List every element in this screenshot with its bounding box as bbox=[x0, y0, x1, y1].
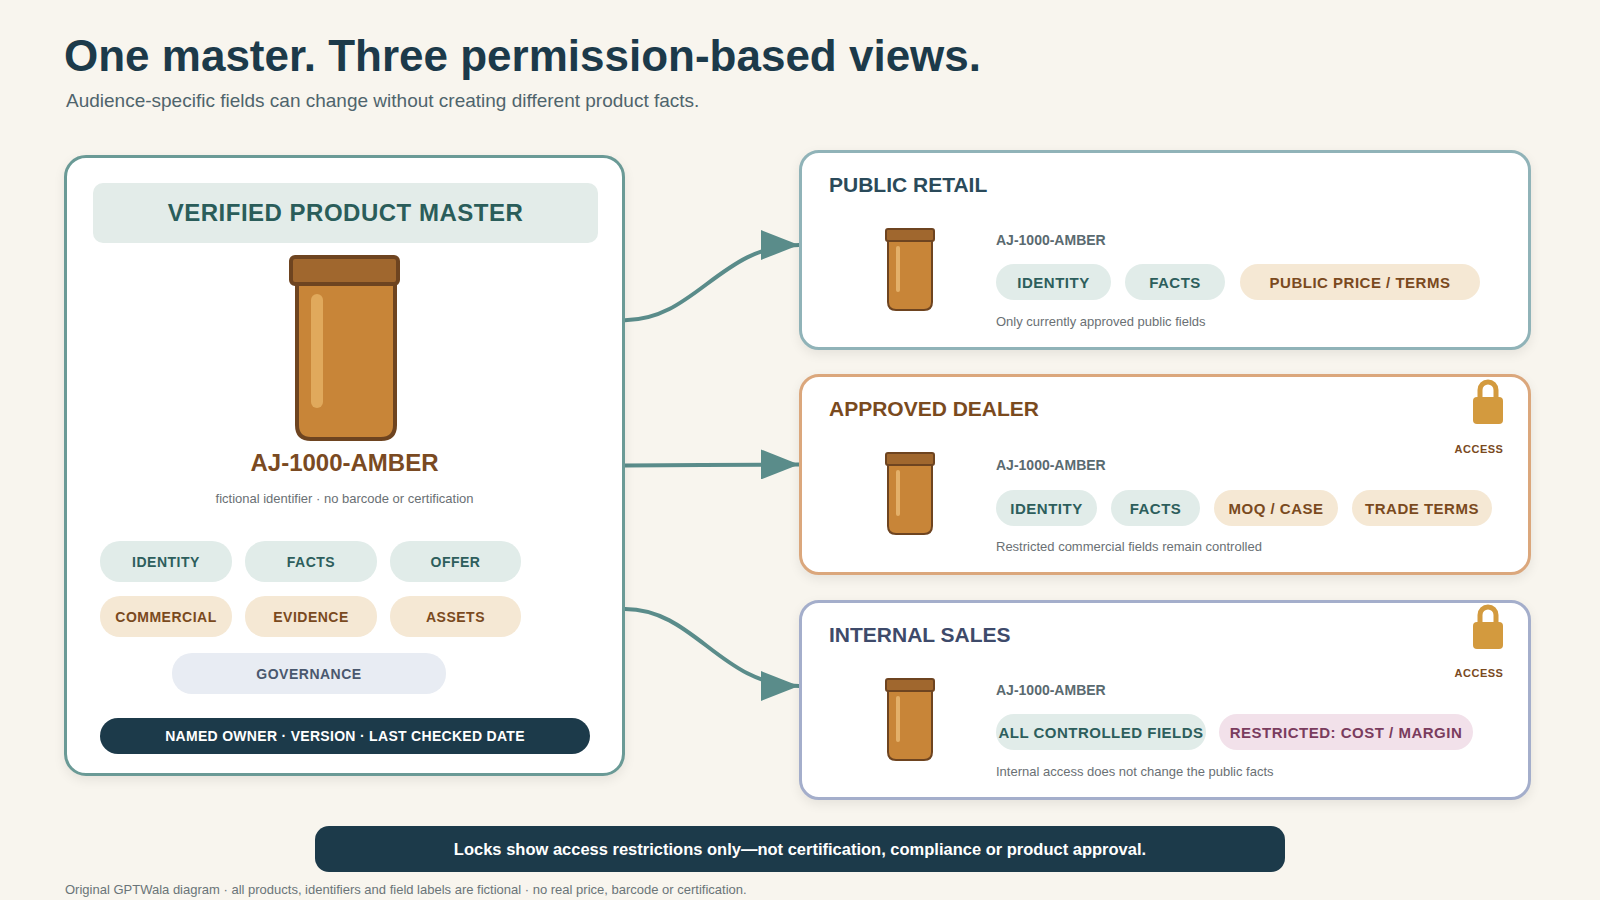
box-label: COMMERCIAL bbox=[115, 609, 216, 625]
box-label: NAMED OWNER · VERSION · LAST CHECKED DAT… bbox=[165, 728, 525, 744]
view-title: PUBLIC RETAIL bbox=[829, 173, 987, 197]
access-label: ACCESS bbox=[1449, 443, 1509, 455]
product-id: AJ-1000-AMBER bbox=[996, 682, 1106, 698]
diagram-title: One master. Three permission-based views… bbox=[64, 30, 981, 82]
box-label: ALL CONTROLLED FIELDS bbox=[998, 724, 1203, 741]
box-label: IDENTITY bbox=[1010, 500, 1082, 517]
box-label: Locks show access restrictions only—not … bbox=[454, 840, 1146, 859]
access-label: ACCESS bbox=[1449, 667, 1509, 679]
field-pill: PUBLIC PRICE / TERMS bbox=[1240, 264, 1480, 300]
product-id: AJ-1000-AMBER bbox=[996, 457, 1106, 473]
product-note: fictional identifier · no barcode or cer… bbox=[67, 491, 622, 506]
field-pill: IDENTITY bbox=[996, 490, 1097, 526]
field-pill: COMMERCIAL bbox=[100, 596, 232, 637]
box-label: IDENTITY bbox=[1017, 274, 1089, 291]
box-label: RESTRICTED: COST / MARGIN bbox=[1230, 724, 1463, 741]
view-panel: PUBLIC RETAIL AJ-1000-AMBER Only currently… bbox=[799, 150, 1531, 350]
field-pill: FACTS bbox=[1125, 264, 1225, 300]
view-note: Restricted commercial fields remain cont… bbox=[996, 539, 1262, 554]
panel-header: VERIFIED PRODUCT MASTER bbox=[93, 183, 598, 243]
box-label: EVIDENCE bbox=[273, 609, 349, 625]
product-id: AJ-1000-AMBER bbox=[67, 449, 622, 477]
view-note: Only currently approved public fields bbox=[996, 314, 1206, 329]
view-title: APPROVED DEALER bbox=[829, 397, 1039, 421]
box-label: PUBLIC PRICE / TERMS bbox=[1270, 274, 1451, 291]
field-pill: FACTS bbox=[1111, 490, 1200, 526]
field-pill: ASSETS bbox=[390, 596, 521, 637]
field-pill: RESTRICTED: COST / MARGIN bbox=[1219, 714, 1473, 750]
field-pill: MOQ / CASE bbox=[1214, 490, 1338, 526]
box-label: FACTS bbox=[1130, 500, 1182, 517]
footer-caption: Original GPTWala diagram · all products,… bbox=[65, 882, 747, 897]
view-panel: APPROVED DEALER ACCESS AJ-1000-AMBER Restri… bbox=[799, 374, 1531, 575]
field-pill: GOVERNANCE bbox=[172, 653, 446, 694]
box-label: OFFER bbox=[431, 554, 481, 570]
box-label: FACTS bbox=[1149, 274, 1201, 291]
box-label: ASSETS bbox=[426, 609, 485, 625]
box-label: VERIFIED PRODUCT MASTER bbox=[168, 199, 524, 227]
box-label: TRADE TERMS bbox=[1365, 500, 1479, 517]
field-pill: TRADE TERMS bbox=[1352, 490, 1492, 526]
flow-arrow bbox=[625, 245, 799, 320]
view-title: INTERNAL SALES bbox=[829, 623, 1011, 647]
field-pill: EVIDENCE bbox=[245, 596, 377, 637]
view-panel: INTERNAL SALES ACCESS AJ-1000-AMBER Interna… bbox=[799, 600, 1531, 800]
field-pill: ALL CONTROLLED FIELDS bbox=[996, 714, 1206, 750]
flow-arrow bbox=[625, 609, 799, 686]
field-pill: IDENTITY bbox=[996, 264, 1111, 300]
field-pill: IDENTITY bbox=[100, 541, 232, 582]
product-id: AJ-1000-AMBER bbox=[996, 232, 1106, 248]
subtitle-note: Audience-specific fields can change with… bbox=[66, 90, 699, 112]
field-pill: OFFER bbox=[390, 541, 521, 582]
notice-banner: Locks show access restrictions only—not … bbox=[315, 826, 1285, 872]
box-label: FACTS bbox=[287, 554, 335, 570]
governance-bar: NAMED OWNER · VERSION · LAST CHECKED DAT… bbox=[100, 718, 590, 754]
box-label: MOQ / CASE bbox=[1228, 500, 1323, 517]
view-note: Internal access does not change the publ… bbox=[996, 764, 1274, 779]
flow-arrow bbox=[625, 464, 799, 465]
box-label: IDENTITY bbox=[132, 554, 200, 570]
master-panel: AJ-1000-AMBER fictional identifier · no b… bbox=[64, 155, 625, 776]
box-label: GOVERNANCE bbox=[256, 666, 361, 682]
field-pill: FACTS bbox=[245, 541, 377, 582]
